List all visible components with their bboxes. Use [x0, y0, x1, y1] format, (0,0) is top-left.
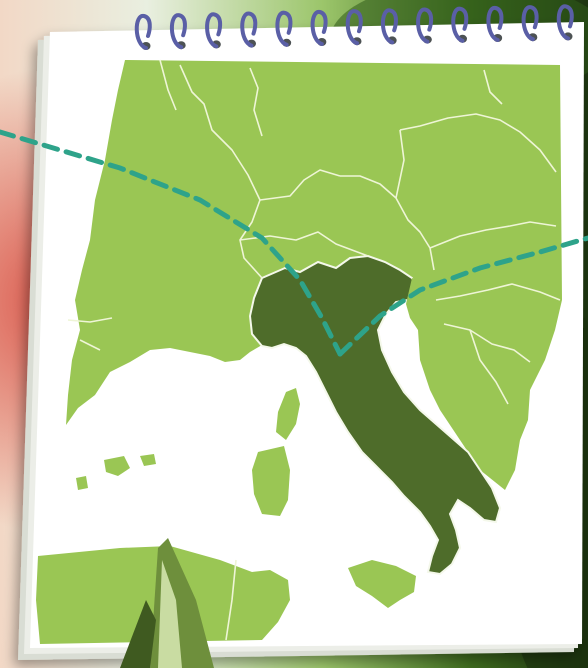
pencil [120, 538, 214, 668]
land-corsica [276, 388, 300, 440]
pencil-shadow [120, 600, 156, 668]
spiral-ring [275, 10, 293, 47]
europe-map [36, 59, 562, 644]
spiral-ring [205, 12, 223, 49]
land-sicily [348, 560, 416, 608]
land-balearic-small [140, 454, 156, 466]
spiral-ring [240, 11, 258, 48]
spiral-ring [380, 8, 398, 45]
country-borders [67, 59, 561, 641]
spiral-ring [169, 13, 187, 50]
spiral-ring [416, 7, 434, 44]
spiral-ring [345, 9, 363, 46]
route-lines [0, 129, 588, 357]
spiral-ring [486, 6, 504, 42]
spiral-ring [451, 6, 469, 43]
spiral-ring [134, 14, 152, 50]
land-balearic [104, 456, 130, 476]
spiral-ring [310, 10, 328, 46]
spiral-binding [134, 4, 574, 50]
route-line-east [337, 235, 588, 357]
spiral-ring [521, 5, 539, 42]
pencil-highlight [158, 560, 182, 668]
land-balearic-small [76, 476, 88, 490]
land-sardinia [252, 446, 290, 516]
spiral-ring [556, 4, 574, 41]
route-line-west [0, 129, 343, 357]
